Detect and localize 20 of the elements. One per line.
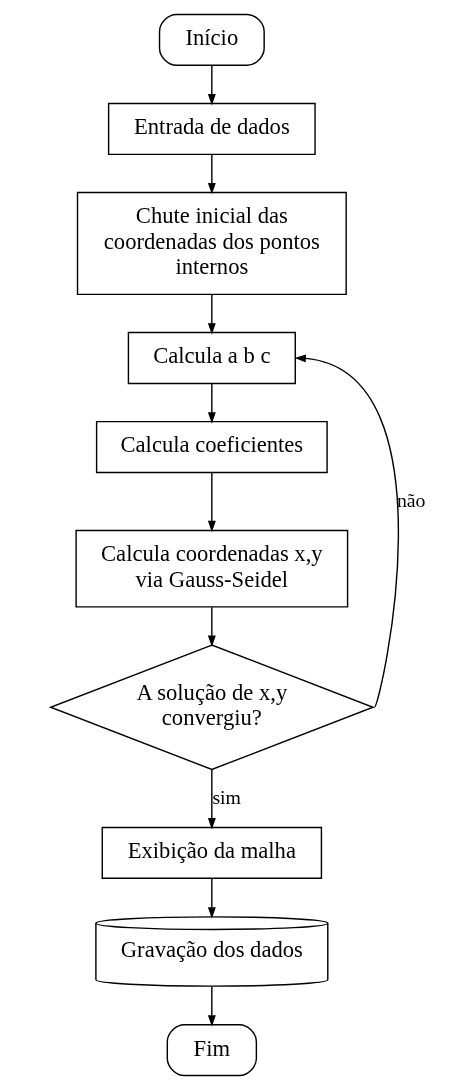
arrow [207, 153, 216, 195]
arrow [207, 294, 216, 335]
arrow [207, 877, 216, 919]
node-box: Calcula a b c [127, 331, 296, 385]
arrow [207, 606, 216, 647]
node-box: Entrada de dados [107, 102, 316, 156]
node-box: Calcula coeficientes [95, 420, 328, 474]
node-box: Chute inicial das coordenadas dos pontos internos [76, 191, 347, 296]
arrow [294, 354, 399, 708]
node-diamond: A solução de x,y convergiu? [48, 644, 375, 771]
arrow [207, 472, 216, 533]
node-box: Exibição da malha [101, 826, 322, 880]
arrow [207, 985, 216, 1027]
arrow [207, 383, 216, 424]
arrow [207, 65, 216, 106]
node-box: Fim [166, 1023, 257, 1077]
arrow [207, 768, 216, 830]
node-box: Início [158, 13, 265, 67]
edge-label: sim [211, 785, 241, 808]
node-box: Calcula coordenadas x,y via Gauss-Seidel [74, 529, 348, 608]
